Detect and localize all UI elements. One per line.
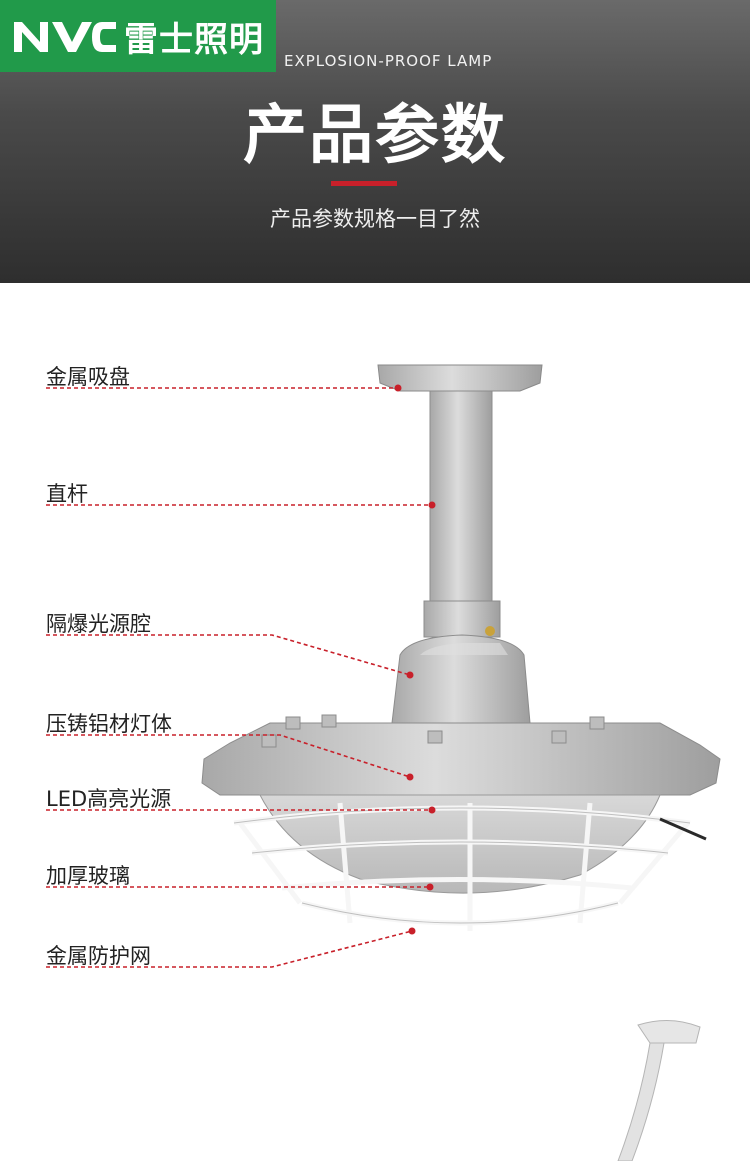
nvc-logo-icon <box>14 22 116 52</box>
label-guard: 金属防护网 <box>46 944 151 968</box>
english-subtitle: EXPLOSION-PROOF LAMP <box>284 52 493 70</box>
label-rod: 直杆 <box>46 482 88 506</box>
brand-name: 雷士照明 <box>124 19 264 60</box>
product-diagram: 金属吸盘 直杆 隔爆光源腔 压铸铝材灯体 LED高亮光源 加厚玻璃 金属防护网 <box>0 283 750 1161</box>
label-glass: 加厚玻璃 <box>46 864 130 888</box>
label-housing: 压铸铝材灯体 <box>46 712 172 736</box>
label-chamber: 隔爆光源腔 <box>46 612 151 636</box>
header-banner: 雷士照明 EXPLOSION-PROOF LAMP 产品参数 产品参数规格一目了… <box>0 0 750 283</box>
brand-badge[interactable]: 雷士照明 <box>0 0 276 72</box>
title-divider <box>331 181 397 186</box>
page-title: 产品参数 <box>243 99 507 173</box>
lamp-illustration <box>46 364 721 1161</box>
page-subtitle: 产品参数规格一目了然 <box>270 207 480 231</box>
label-metal-mount: 金属吸盘 <box>46 365 130 389</box>
label-led-source: LED高亮光源 <box>46 787 172 811</box>
